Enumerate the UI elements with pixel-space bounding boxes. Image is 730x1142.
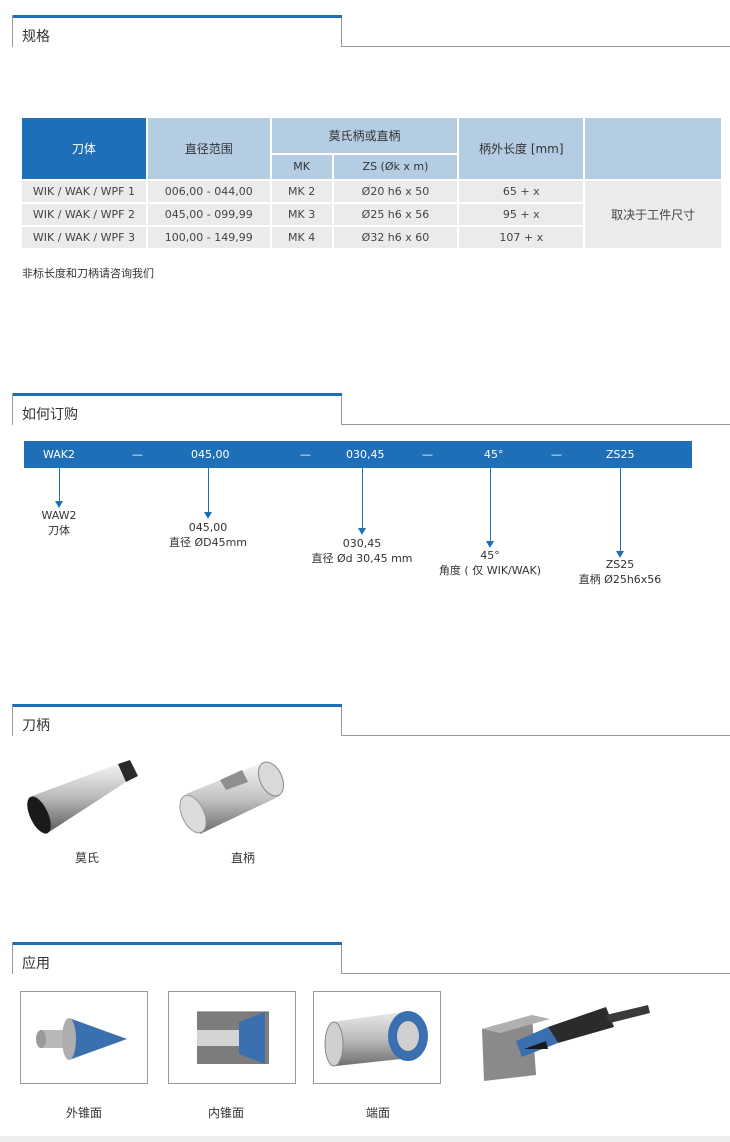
code-diameter: 045,00: [191, 448, 230, 461]
section-title: 刀柄: [22, 718, 50, 734]
header-mk: MK: [270, 153, 334, 182]
app-box-face: [313, 991, 441, 1084]
label-code: 030,45: [342, 537, 382, 550]
section-header-shank: 刀柄: [12, 704, 730, 736]
code-separator: —: [422, 448, 433, 461]
table-row: WIK / WAK / WPF 1 006,00 - 044,00 MK 2 Ø…: [22, 180, 723, 250]
code-angle: 45°: [484, 448, 504, 461]
arrow-down-icon: [486, 468, 494, 548]
arrow-down-icon: [616, 468, 624, 558]
header-zs: ZS (Øk x m): [332, 153, 460, 182]
code-separator: —: [132, 448, 143, 461]
order-label-diameter: 045,00 直径 ØD45mm: [148, 520, 268, 550]
cell-zs: Ø25 h6 x 56: [332, 203, 460, 227]
header-body: 刀体: [22, 118, 148, 181]
inner-cone-image: [197, 1011, 269, 1064]
app-caption-outer-cone: 外锥面: [65, 1106, 102, 1120]
code-body: WAK2: [43, 448, 76, 461]
cell-length: 95 + x: [458, 203, 586, 227]
app-caption-inner-cone: 内锥面: [207, 1106, 244, 1120]
cell-body: WIK / WAK / WPF 3: [22, 226, 148, 250]
face-image: [324, 1011, 428, 1067]
cell-body: WIK / WAK / WPF 1: [22, 180, 148, 204]
label-desc: 刀体: [48, 524, 70, 537]
outer-cone-image: [36, 1018, 127, 1060]
order-label-body: WAW2 刀体: [19, 508, 99, 538]
code-separator: —: [551, 448, 562, 461]
cell-length: 107 + x: [458, 226, 586, 250]
header-length: 柄外长度 [mm]: [458, 118, 586, 181]
arrow-down-icon: [204, 468, 212, 519]
shank-caption-morse: 莫氏: [74, 851, 99, 865]
cell-mk: MK 2: [270, 180, 334, 204]
cell-range: 045,00 - 099,99: [146, 203, 272, 227]
footer-strip: [0, 1136, 730, 1142]
app-box-inner-cone: [168, 991, 296, 1084]
label-code: ZS25: [605, 558, 635, 571]
cell-range: 100,00 - 149,99: [146, 226, 272, 250]
section-title: 规格: [22, 29, 50, 45]
label-desc: 直径 ØD45mm: [168, 536, 248, 549]
section-header-order: 如何订购: [12, 393, 730, 425]
order-code-bar: WAK2 — 045,00 — 030,45 — 45° — ZS25: [24, 441, 692, 468]
cell-range: 006,00 - 044,00: [146, 180, 272, 204]
cell-zs: Ø20 h6 x 50: [332, 180, 460, 204]
label-code: 45°: [480, 549, 500, 562]
spec-note: 非标长度和刀柄请咨询我们: [22, 267, 154, 280]
label-desc: 直径 Ød 30,45 mm: [311, 552, 413, 565]
shank-caption-straight: 直柄: [230, 851, 255, 865]
code-inner-diameter: 030,45: [346, 448, 385, 461]
header-blank: [584, 118, 723, 181]
morse-taper-shank-image: [27, 760, 138, 834]
label-desc: 角度 ( 仅 WIK/WAK): [438, 564, 542, 577]
arrow-down-icon: [55, 468, 63, 508]
label-code: WAW2: [41, 509, 77, 522]
cell-mk: MK 3: [270, 203, 334, 227]
cell-mk: MK 4: [270, 226, 334, 250]
cell-length: 65 + x: [458, 180, 586, 204]
order-label-angle: 45° 角度 ( 仅 WIK/WAK): [425, 548, 555, 578]
app-box-outer-cone: [20, 991, 148, 1084]
app-caption-face: 端面: [365, 1106, 390, 1120]
spec-table: 刀体 直径范围 莫氏柄或直柄 柄外长度 [mm] MK ZS (Øk x m) …: [22, 118, 723, 250]
header-shank-group: 莫氏柄或直柄: [270, 118, 460, 155]
straight-shank-image: [179, 761, 285, 834]
arrow-down-icon: [358, 468, 366, 535]
label-code: 045,00: [188, 521, 228, 534]
header-diameter-range: 直径范围: [146, 118, 272, 181]
cell-zs: Ø32 h6 x 60: [332, 226, 460, 250]
code-shank: ZS25: [606, 448, 635, 461]
order-label-inner-diameter: 030,45 直径 Ød 30,45 mm: [302, 536, 422, 566]
order-label-shank: ZS25 直柄 Ø25h6x56: [565, 557, 675, 587]
section-title: 应用: [22, 956, 50, 972]
label-desc: 直柄 Ø25h6x56: [578, 573, 662, 586]
cell-body: WIK / WAK / WPF 2: [22, 203, 148, 227]
section-header-spec: 规格: [12, 15, 730, 47]
section-header-application: 应用: [12, 942, 730, 974]
table-row: WIK / WAK / WPF 3 100,00 - 149,99 MK 4 Ø…: [22, 226, 722, 250]
table-row: WIK / WAK / WPF 2 045,00 - 099,99 MK 3 Ø…: [22, 203, 722, 227]
tool-in-workpiece-image: [482, 1005, 650, 1081]
code-separator: —: [300, 448, 311, 461]
cell-merged-note: 取决于工件尺寸: [584, 180, 723, 250]
section-title: 如何订购: [22, 407, 78, 423]
